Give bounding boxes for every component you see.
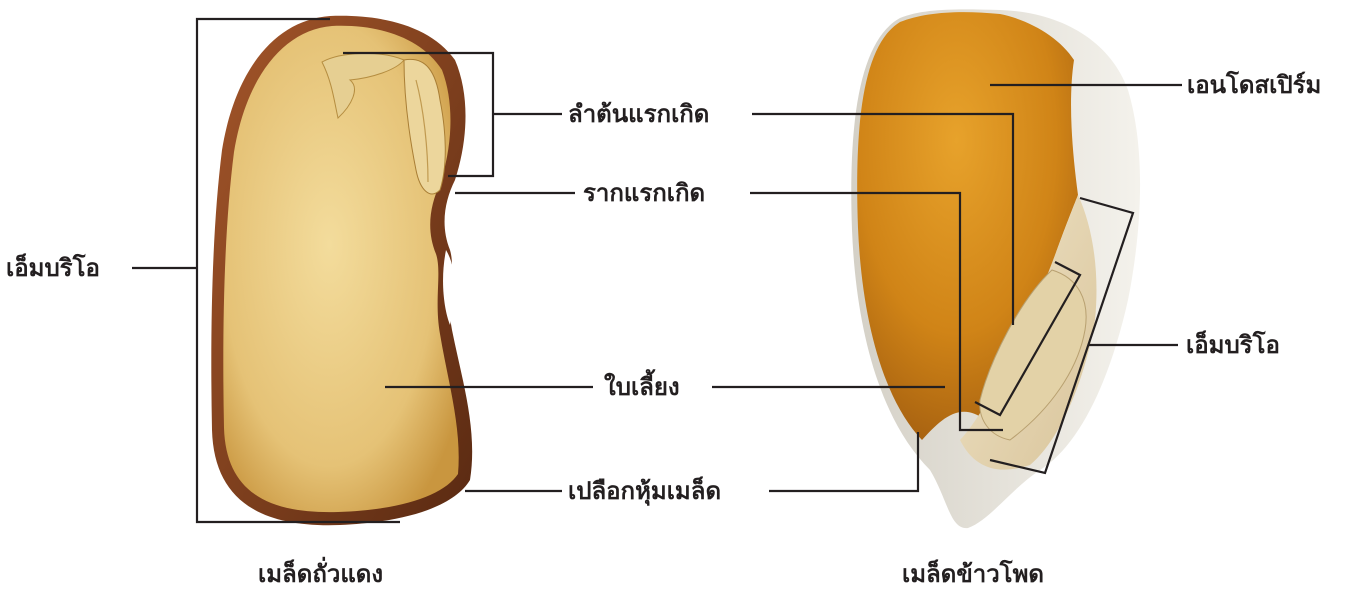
cotyledon-label: ใบเลี้ยง	[604, 373, 680, 401]
corn-embryo-label: เอ็มบริโอ	[1186, 331, 1280, 359]
corn-seed-coat-leader	[769, 432, 918, 491]
hypocotyl-label: ลำต้นแรกเกิด	[568, 100, 709, 128]
corn-caption: เมล็ดข้าวโพด	[902, 560, 1044, 588]
bean-embryo-label: เอ็มบริโอ	[6, 254, 100, 282]
bean-caption: เมล็ดถั่วแดง	[258, 560, 383, 588]
endosperm-label: เอนโดสเปิร์ม	[1187, 71, 1321, 99]
bean-seed	[211, 16, 472, 525]
seed-coat-label: เปลือกหุ้มเมล็ด	[568, 477, 721, 505]
corn-seed	[851, 9, 1140, 528]
radicle-label: รากแรกเกิด	[583, 179, 705, 207]
